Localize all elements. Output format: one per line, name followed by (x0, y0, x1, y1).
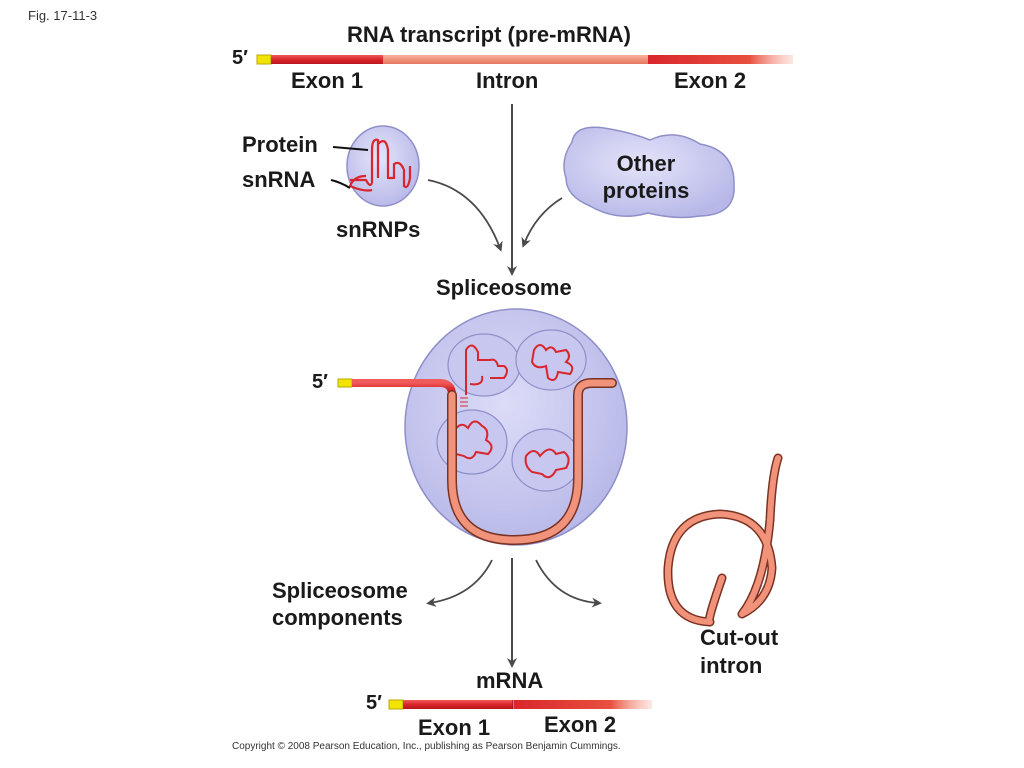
snrna-leader-line (330, 179, 351, 189)
snrnp-to-spliceosome-arrow (427, 179, 503, 252)
mrna-exon1-label: Exon 1 (418, 715, 491, 740)
inner-snrnp-2 (515, 329, 587, 391)
other-proteins-blob (563, 126, 735, 219)
spliceosome-label: Spliceosome (436, 275, 572, 300)
pre-mrna-exon2-segment (648, 55, 793, 64)
cut-out-intron-lariat (663, 453, 783, 627)
snrnps-label: snRNPs (336, 217, 421, 242)
spliceosome-five-prime-label: 5′ (312, 371, 328, 393)
spliceosome-components-label-line1: Spliceosome (272, 578, 408, 603)
spliceosome-rna (337, 378, 706, 546)
intron-release-arrow (535, 559, 602, 608)
pre-mrna-exon1-segment (271, 55, 383, 64)
other-proteins-label-line2: proteins (602, 178, 690, 203)
pre-mrna-exon2-label: Exon 2 (674, 68, 747, 93)
spliceosome-body (404, 308, 628, 546)
mrna-exon2-segment (514, 700, 652, 709)
mrna-strand (388, 699, 652, 710)
protein-label: Protein (242, 132, 318, 157)
snrna-squiggle-1 (465, 344, 508, 395)
inner-snrnp-4 (511, 428, 581, 492)
spliceosome-five-prime-cap (337, 378, 353, 388)
lariat-strand (664, 455, 781, 626)
snrna-loop (350, 138, 412, 189)
spliceosome-complex (404, 308, 628, 546)
pre-mrna-exon1-label: Exon 1 (291, 68, 364, 93)
proteins-to-spliceosome-arrow (521, 197, 563, 248)
figure-label: Fig. 17-11-3 (28, 8, 98, 23)
intron-loop (448, 379, 616, 544)
components-release-arrow (426, 559, 493, 607)
mrna-exon2-label: Exon 2 (544, 712, 617, 737)
pre-mrna-strand (256, 54, 793, 65)
mrna-exon1-segment (403, 700, 513, 709)
five-prime-cap (256, 54, 272, 65)
pre-mrna-intron-label: Intron (476, 68, 539, 93)
cut-out-intron-label-line2: intron (700, 653, 763, 678)
snrnp-protein-body (346, 125, 420, 207)
pre-mrna-five-prime-label: 5′ (232, 47, 248, 69)
snrna-squiggle-3 (450, 420, 493, 460)
pre-mrna-title: RNA transcript (pre-mRNA) (347, 22, 631, 47)
snrna-squiggle-2 (530, 344, 574, 381)
snrna-squiggle-4 (524, 448, 570, 479)
snrnp-particle (330, 125, 420, 207)
snrna-tail (348, 174, 373, 192)
pre-mrna-intron-segment (383, 55, 648, 64)
snrna-label: snRNA (242, 167, 316, 192)
spliceosome-components-label-line2: components (272, 605, 403, 630)
protein-leader-line (332, 146, 369, 151)
mrna-label: mRNA (476, 668, 544, 693)
mrna-five-prime-label: 5′ (366, 692, 382, 714)
mrna-five-prime-cap (388, 699, 404, 710)
inner-snrnp-1 (447, 333, 521, 397)
cut-out-intron-label-line1: Cut-out (700, 625, 779, 650)
copyright-notice: Copyright © 2008 Pearson Education, Inc.… (232, 741, 621, 752)
other-proteins-label-line1: Other (616, 151, 676, 176)
